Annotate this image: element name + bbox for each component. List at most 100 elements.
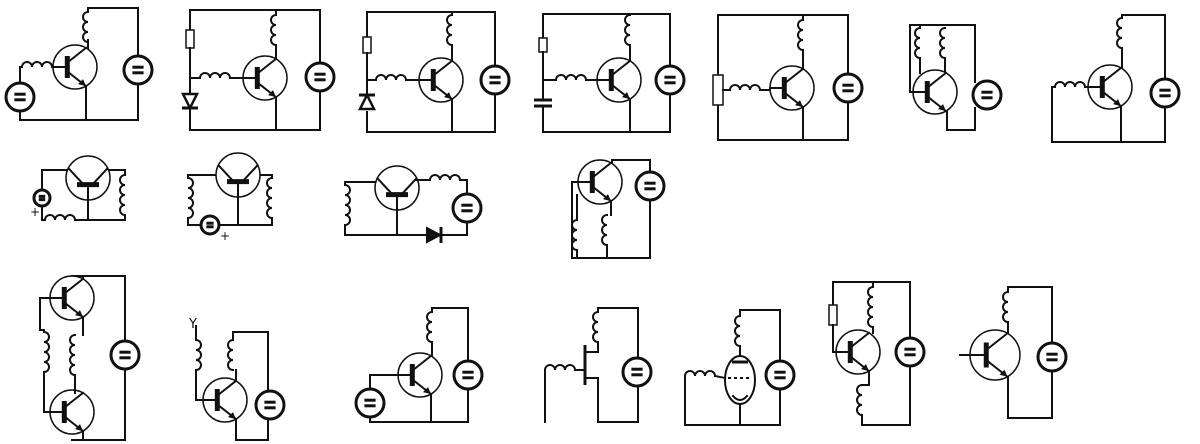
transistor-collector [255, 57, 278, 76]
wire [597, 307, 639, 359]
battery-icon [451, 192, 483, 224]
wire [87, 7, 139, 57]
wire [1007, 286, 1053, 344]
circuit-9 [186, 152, 274, 236]
circuit-10 [343, 165, 483, 244]
resistor-icon [828, 304, 838, 326]
inductor-coil-icon [194, 338, 202, 372]
battery-icon [122, 54, 154, 86]
inductor-coil-icon [82, 10, 90, 44]
emitter-arrow-icon [999, 369, 1008, 377]
inductor-coil-icon [227, 338, 235, 372]
resistor-icon [538, 37, 548, 53]
inductor-coil-icon [428, 174, 462, 182]
wire [235, 418, 269, 441]
inductor-coil-icon [426, 310, 434, 344]
transistor-collector [925, 71, 948, 90]
inductor-coil-icon [867, 285, 875, 329]
circuit-11 [571, 159, 666, 259]
circuit-15 [543, 307, 653, 423]
circuit-18 [959, 286, 1068, 419]
inductor-coil-icon [69, 333, 77, 377]
inductor-coil-icon [734, 314, 742, 348]
wire [1051, 86, 1166, 143]
circuit-14 [354, 307, 484, 423]
wire [946, 107, 976, 131]
battery-icon [832, 72, 864, 104]
wire [19, 83, 139, 121]
emitter-arrow-icon [603, 194, 611, 202]
wire [189, 91, 321, 131]
battery-icon [634, 170, 666, 202]
circuit-7 [1051, 14, 1181, 143]
battery-icon [452, 359, 484, 391]
inductor-coil-icon [43, 214, 77, 222]
inductor-coil-icon [20, 61, 54, 69]
wire [832, 324, 837, 353]
inductor-coil-icon [446, 13, 454, 47]
inductor-coil-icon [543, 364, 577, 372]
circuit-8 [32, 155, 127, 222]
inductor-coil-icon [1002, 290, 1010, 324]
wire [189, 9, 321, 63]
wire [19, 66, 23, 84]
transistor-collector [590, 161, 613, 180]
transistor-collector [1100, 66, 1123, 85]
wire [1121, 14, 1166, 80]
emitter-arrow-icon [444, 92, 452, 100]
wire [218, 202, 239, 226]
wire [542, 13, 671, 66]
emitter-arrow-icon [268, 90, 276, 98]
wire [344, 224, 427, 236]
battery-icon [199, 214, 221, 236]
transistor-collector [984, 331, 1009, 352]
wire [739, 309, 781, 362]
transistor-collector [62, 391, 85, 410]
inductor-coil-icon [186, 176, 194, 220]
wire [832, 281, 911, 339]
battery-icon [1149, 77, 1181, 109]
wire [43, 371, 51, 413]
wire [39, 297, 51, 331]
inductor-coil-icon [554, 74, 588, 82]
variable-resistor-icon [712, 74, 724, 106]
transistor-collector [376, 177, 395, 197]
emitter-arrow-icon [75, 310, 83, 318]
circuit-12 [39, 275, 141, 441]
battery-icon [621, 356, 653, 388]
transistor-collector [410, 354, 433, 373]
battery-icon [764, 359, 796, 391]
emitter-arrow-icon [622, 92, 630, 100]
circuit-1 [4, 7, 154, 121]
wire [584, 341, 599, 353]
inductor-coil-icon [601, 213, 609, 247]
circuit-17 [828, 281, 926, 426]
inductor-coil-icon [939, 26, 947, 60]
wire [71, 275, 126, 342]
wire [369, 388, 469, 423]
wire [87, 214, 126, 221]
wire [366, 93, 496, 133]
emitter-arrow-icon [78, 79, 86, 87]
wire [459, 179, 468, 195]
circuit-6 [909, 24, 1003, 131]
wire [1007, 370, 1053, 419]
inductor-coil-icon [119, 173, 127, 217]
transistor-emitter [399, 177, 418, 197]
wire [611, 159, 651, 173]
wire [713, 374, 727, 380]
wire [861, 370, 870, 386]
transistor-collector [65, 46, 88, 65]
wire [861, 365, 911, 426]
wire [441, 221, 468, 236]
emitter-arrow-icon [75, 424, 83, 432]
wire [41, 169, 70, 191]
emitter-arrow-icon [938, 104, 946, 112]
wire [684, 375, 781, 426]
inductor-coil-icon [797, 18, 805, 52]
battery-icon [32, 188, 52, 208]
inductor-coil-icon [856, 383, 864, 417]
inductor-coil-icon [1053, 81, 1087, 89]
inductor-coil-icon [1116, 16, 1124, 50]
